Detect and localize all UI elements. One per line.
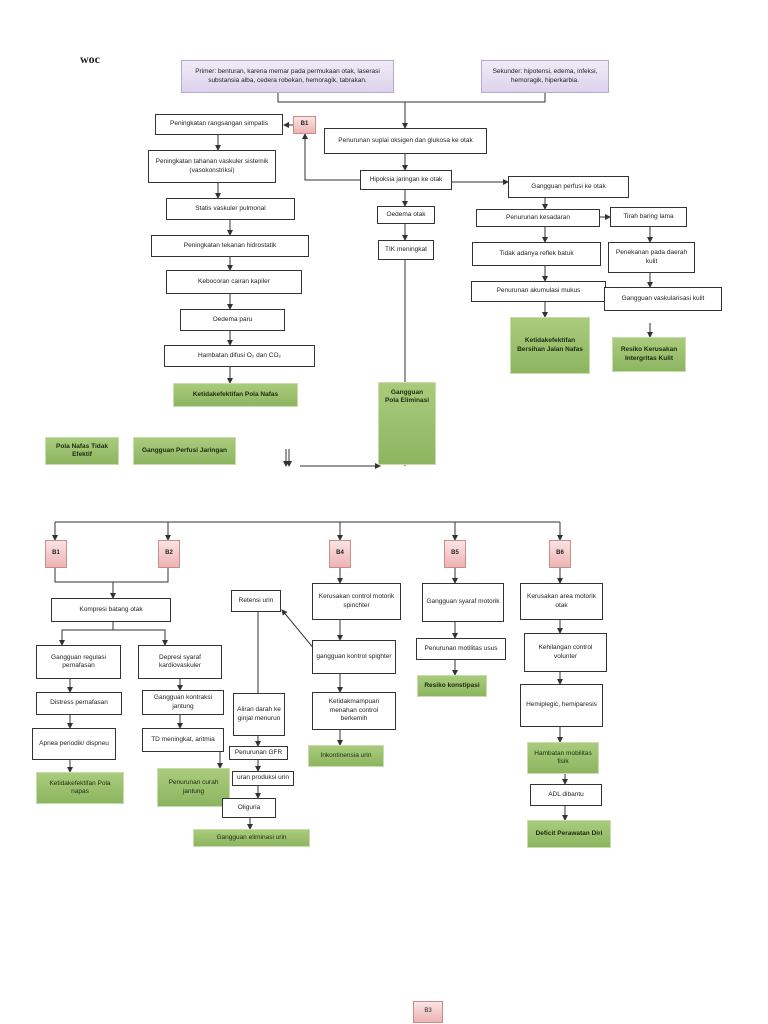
aliran-box: Aliran darah ke ginjal menurun (233, 693, 285, 736)
eliminasi-urin-box: Gangguan eliminasi urin (193, 829, 310, 847)
primer-box: Primer: benturan, karena memar pada perm… (181, 60, 394, 93)
sekunder-box: Sekunder: hipotensi, edema, infeksi, hem… (481, 60, 609, 93)
gangguan-eliminasi-box: Gangguan Pola Eliminasi (378, 382, 436, 465)
pola-tidak-efektif-box: Pola Nafas Tidak Efektif (45, 437, 119, 465)
produksi-box: uran produksi urin (232, 771, 294, 786)
perfusi-otak-box: Gangguan perfusi ke otak (508, 176, 629, 198)
b2-box: B2 (158, 540, 180, 568)
kontrol-spighter-box: gangguan kontrol spighter (312, 640, 396, 674)
pola-nafas2-box: Ketidakefektifan Pola napas (36, 772, 124, 804)
oliguria-box: Oliguria (222, 798, 276, 818)
vaskularisasi-box: Gangguan vaskularisasi kulit (604, 287, 722, 311)
regulasi-box: Gangguan regulasi pernafasan (36, 645, 121, 679)
konstipasi-box: Resiko konstipasi (417, 675, 487, 697)
resiko-kulit-box: Resiko Kerusakan Intergritas Kulit (612, 337, 686, 372)
kehilangan-box: Kehilangan control volunter (524, 633, 607, 672)
hemiplegic-box: Hemiplegic, hemiparesis (520, 684, 603, 727)
oedema-otak-box: Oedema otak (377, 206, 435, 224)
penekanan-box: Penekanan pada daerah kulit (608, 242, 695, 273)
kerusakan-control-box: Kerusakan control motorik spinchter (312, 583, 401, 620)
pola-nafas-box: Ketidakefektifan Pola Nafas (173, 383, 298, 407)
retensi-box: Retensi urin (231, 590, 281, 612)
b4-box: B4 (329, 540, 351, 568)
hipoksia-box: Hipoksia jaringan ke otak (360, 170, 452, 190)
kesadaran-box: Penurunan kesadaran (476, 209, 600, 227)
distress-box: Distress pernafasan (36, 692, 122, 715)
bersihan-box: Ketidakefektifan Bersihan Jalan Nafas (510, 317, 590, 374)
td-box: TD meningkat, aritmia (142, 728, 224, 752)
b1-top-box: B1 (293, 116, 316, 134)
statis-box: Statis vaskuler pulmonal (166, 198, 295, 220)
b3-box: B3 (413, 1001, 443, 1023)
tik-box: TIK meningkat (378, 240, 434, 260)
syaraf-motorik-box: Gangguan syaraf motorik (422, 583, 504, 622)
ketidakmampuan-box: Ketidakmampuan menahan control berkemih (312, 692, 396, 730)
rangsangan-box: Peningkatan rangsangan simpatis (155, 114, 283, 135)
kontraksi-box: Gangguan kontraksi jantung (142, 690, 224, 715)
apnea-box: Apnea periodik/ dispneu (32, 728, 116, 760)
tahanan-box: Peningkatan tahanan vaskuler sistemik (v… (148, 150, 276, 183)
oedema-paru-box: Oedema paru (180, 309, 285, 331)
area-motorik-box: Kerusakan area motorik otak (520, 583, 603, 620)
gfr-box: Penurunan GFR (229, 746, 288, 760)
suplai-box: Penurunan suplai oksigen dan glukosa ke … (324, 128, 487, 154)
inkontinensia-box: Inkontinensia urin (308, 745, 384, 767)
curah-box: Penurunan curah jantung (157, 768, 230, 807)
deficit-box: Deficit Perawatan Diri (527, 820, 611, 848)
b1-box: B1 (45, 540, 67, 568)
hambatan-difusi-box: Hambatan difusi O₂ dan CO₂ (164, 345, 315, 367)
mobilitas-box: Hambatan mobilitas fisik (527, 742, 599, 774)
perfusi-jaringan-box: Gangguan Perfusi Jaringan (133, 437, 236, 465)
depresi-box: Depresi syaraf kardiovaskuler (138, 645, 222, 679)
tirah-box: Tirah baring lama (610, 207, 687, 227)
b6-box: B6 (549, 540, 571, 568)
hidrostatik-box: Peningkatan tekanan hidrostatik (151, 235, 309, 257)
kompresi-box: Kompresi batang otak (51, 598, 171, 622)
b5-box: B5 (444, 540, 466, 568)
refleks-box: Tidak adanya reflek batuk (472, 242, 601, 266)
motilitas-box: Penurunan motilitas usus (416, 638, 506, 660)
adl-box: ADL dibantu (530, 784, 602, 806)
kebocoran-box: Kebocoran cairan kapiler (166, 270, 302, 294)
diagram-title: woc (80, 52, 100, 66)
akumulasi-box: Penurunan akumulasi mukus (471, 281, 606, 302)
